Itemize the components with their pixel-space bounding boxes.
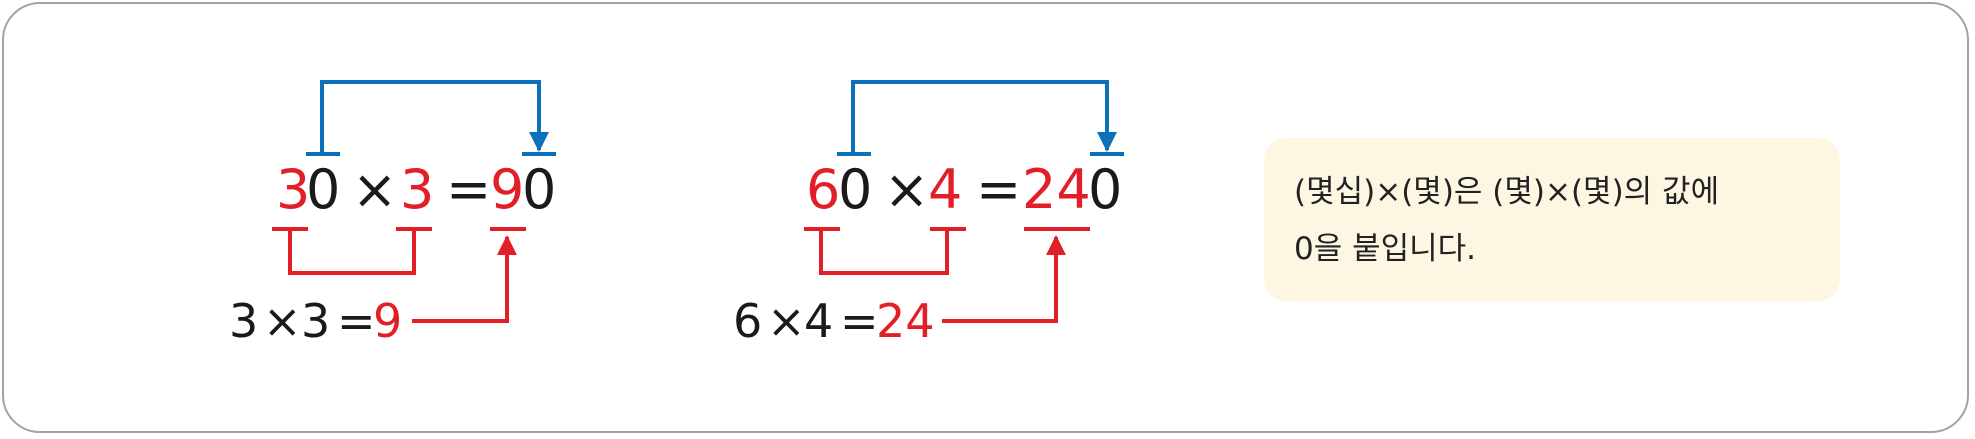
sub-factor-b: 3	[301, 294, 330, 348]
sub-equals-sign: =	[337, 294, 376, 348]
sub-product: 9	[373, 294, 402, 348]
times-sign: ×	[884, 158, 929, 221]
sub-equals-sign: =	[840, 294, 879, 348]
sub-times-sign: ×	[767, 294, 806, 348]
rule-note-line-2: 0을 붙입니다.	[1294, 231, 1477, 267]
product-digits: 9	[490, 158, 524, 221]
sub-product: 24	[876, 294, 935, 348]
zero-carry-arrow	[837, 80, 1124, 156]
ones-factor: 4	[928, 158, 962, 221]
ones-factor: 3	[400, 158, 434, 221]
sub-times-sign: ×	[263, 294, 302, 348]
factor-bracket	[272, 227, 526, 323]
example-2: 6 0 × 4 = 24 0 6 × 4 = 24	[733, 80, 1124, 348]
zero-digit: 0	[306, 158, 340, 221]
tens-digit-factor: 6	[806, 158, 840, 221]
rule-note-line-1: (몇십)×(몇)은 (몇)×(몇)의 값에	[1294, 174, 1720, 210]
zero-digit: 0	[838, 158, 872, 221]
card-frame	[2, 2, 1969, 433]
zero-carry-arrow	[306, 80, 556, 156]
product-zero: 0	[522, 158, 556, 221]
times-sign: ×	[352, 158, 397, 221]
sub-factor-b: 4	[804, 294, 833, 348]
main-equation: 3 0 × 3 = 9 0	[276, 158, 556, 221]
factor-bracket	[804, 227, 1090, 323]
sub-factor-a: 6	[733, 294, 762, 348]
rule-note: (몇십)×(몇)은 (몇)×(몇)의 값에 0을 붙입니다.	[1264, 138, 1840, 301]
example-1: 3 0 × 3 = 9 0 3 × 3 = 9	[229, 80, 556, 348]
sub-equation: 6 × 4 = 24	[733, 294, 935, 348]
sub-equation: 3 × 3 = 9	[229, 294, 402, 348]
tens-digit-factor: 3	[276, 158, 310, 221]
equals-sign: =	[976, 158, 1021, 221]
product-zero: 0	[1088, 158, 1122, 221]
equals-sign: =	[446, 158, 491, 221]
sub-factor-a: 3	[229, 294, 258, 348]
product-digits: 24	[1022, 158, 1091, 221]
main-equation: 6 0 × 4 = 24 0	[806, 158, 1122, 221]
